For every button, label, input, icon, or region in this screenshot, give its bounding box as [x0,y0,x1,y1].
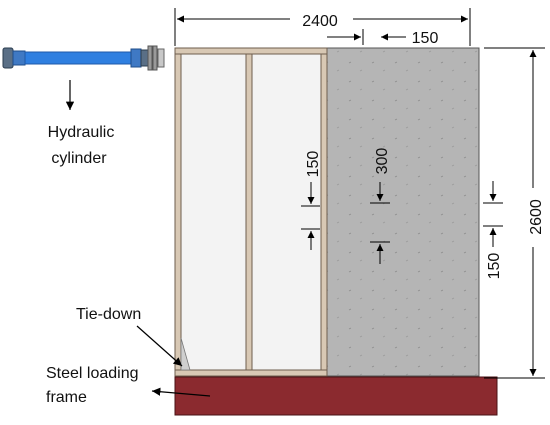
dim-height [484,47,545,379]
top-plate [174,47,328,55]
steel-label-line1: Steel loading [46,365,139,382]
tie-down-bracket [180,337,191,371]
tie-down-arrow [136,325,183,367]
dim-offset [327,29,406,45]
steel-loading-frame [174,376,498,416]
sheathing-panel [325,47,480,377]
dim-edge-label: 150 [486,253,503,280]
hydraulic-label-line2: cylinder [51,150,107,167]
dim-edge [483,181,503,247]
dim-stud-b-label: 300 [374,148,391,175]
stud-left [174,53,182,371]
tie-down-label: Tie-down [76,306,141,323]
dim-stud-a [301,182,320,250]
dim-offset-label: 150 [412,30,439,47]
dim-stud-b [370,182,390,264]
steel-frame-arrow [151,387,211,397]
stud-right [320,53,328,371]
dim-height-label: 2600 [528,199,545,235]
hydraulic-cylinder [2,45,165,71]
hydraulic-label-line1: Hydraulic [48,124,115,141]
dim-width [174,8,471,46]
stud-middle [245,53,253,371]
wall-frame [174,47,328,377]
steel-label-line2: frame [46,389,87,406]
dim-width-label: 2400 [302,13,338,30]
bottom-plate [174,369,328,377]
dim-stud-a-label: 150 [305,151,322,178]
